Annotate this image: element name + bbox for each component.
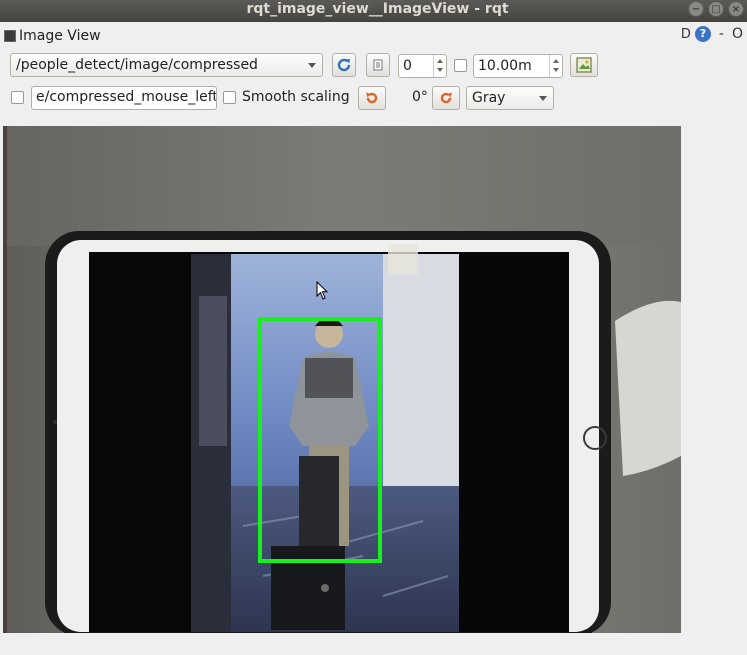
rotation-value: 0°	[412, 89, 428, 105]
rotate-cw-icon	[440, 92, 452, 104]
zoom-value: 0	[403, 58, 412, 74]
zoom-spinbox[interactable]: 0	[398, 54, 447, 78]
save-image-icon	[576, 57, 592, 73]
window-title: rqt_image_view__ImageView - rqt	[246, 1, 509, 17]
chevron-down-icon	[539, 96, 547, 101]
save-image-button[interactable]	[570, 53, 598, 77]
plugin-icon	[4, 30, 16, 42]
mouse-topic-input[interactable]: e/compressed_mouse_left	[31, 86, 217, 110]
image-display[interactable]	[3, 126, 681, 633]
plugin-title: Image View	[19, 28, 101, 44]
topic-select-value: /people_detect/image/compressed	[16, 57, 258, 73]
minimize-button[interactable]: −	[688, 1, 704, 17]
minimize-plugin-button[interactable]: -	[718, 26, 724, 42]
mouse-cursor-icon	[316, 281, 329, 300]
chevron-down-icon	[308, 63, 316, 68]
close-button[interactable]: ×	[728, 1, 744, 17]
main-content: Image View D ? - O /people_detect/image/…	[0, 22, 747, 655]
detection-bounding-box	[258, 317, 382, 563]
publish-click-checkbox[interactable]	[11, 91, 24, 104]
max-range-checkbox[interactable]	[454, 59, 467, 72]
smooth-scaling-checkbox[interactable]	[223, 91, 236, 104]
spin-buttons[interactable]	[549, 55, 562, 77]
topic-select[interactable]: /people_detect/image/compressed	[10, 53, 323, 77]
color-scheme-select[interactable]: Gray	[466, 86, 554, 110]
window-titlebar: rqt_image_view__ImageView - rqt − □ ×	[0, 0, 747, 22]
refresh-icon	[337, 58, 351, 72]
smooth-scaling-label: Smooth scaling	[242, 89, 350, 105]
mouse-topic-value: e/compressed_mouse_left	[36, 89, 217, 105]
help-icon[interactable]: ?	[694, 26, 711, 42]
fit-view-button[interactable]	[366, 53, 390, 77]
rotate-ccw-icon	[366, 92, 378, 104]
fit-view-icon	[373, 59, 383, 71]
spin-buttons[interactable]	[433, 55, 446, 77]
window-controls: − □ ×	[688, 1, 744, 17]
refresh-button[interactable]	[332, 53, 356, 77]
max-range-value: 10.00m	[478, 58, 532, 74]
maximize-button[interactable]: □	[708, 1, 724, 17]
close-plugin-button[interactable]: O	[731, 26, 743, 42]
camera-frame	[3, 126, 681, 633]
plugin-header-controls: D ? - O	[679, 26, 743, 42]
color-scheme-value: Gray	[472, 90, 506, 106]
rotate-left-button[interactable]	[358, 86, 386, 110]
dock-button[interactable]: D	[680, 26, 691, 42]
max-range-spinbox[interactable]: 10.00m	[473, 54, 563, 78]
plugin-header: Image View	[4, 28, 101, 44]
rotate-right-button[interactable]	[432, 86, 460, 110]
